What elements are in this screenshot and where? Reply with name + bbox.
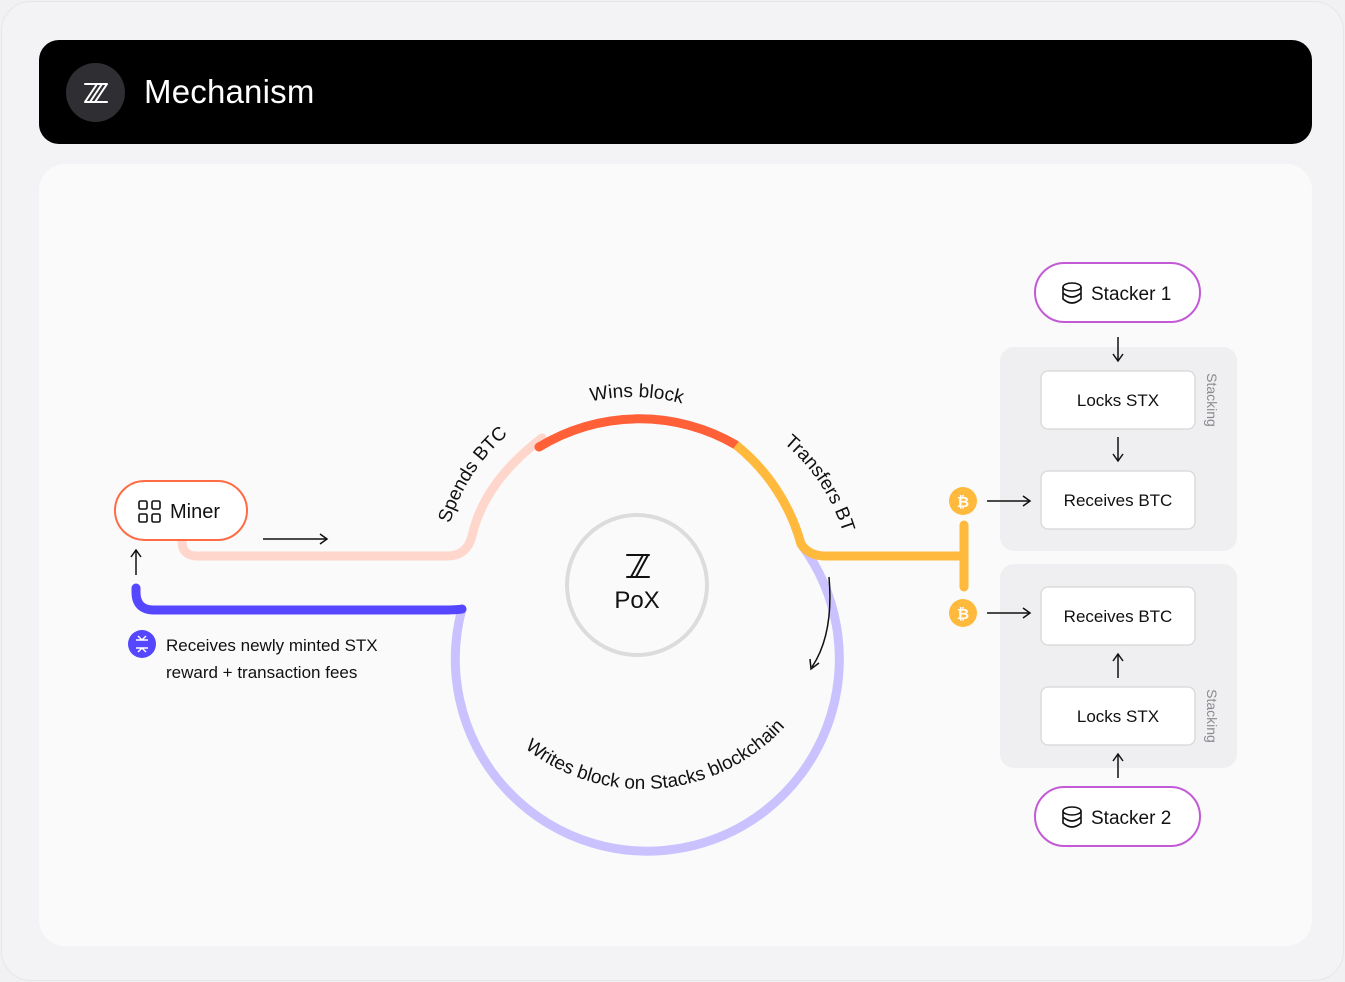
locks-stx-1: Locks STX: [1040, 370, 1196, 430]
arrow-down-icon: [1112, 437, 1124, 463]
transfers-arc: [733, 441, 806, 546]
receives-btc-1-label: Receives BTC: [1064, 491, 1173, 510]
receives-btc-2: Receives BTC: [1040, 586, 1196, 646]
arrow-right-icon: [987, 495, 1032, 507]
database-icon: [1062, 282, 1082, 304]
wins-block-label: Wins block: [588, 381, 686, 409]
pox-diagram: PoX Spends BTC Wins block Transfers BTC …: [39, 164, 1237, 856]
svg-text:₿: ₿: [957, 605, 969, 623]
transfer-path: [796, 539, 969, 561]
arrow-up-icon: [1112, 752, 1124, 778]
arrow-up-icon: [1112, 652, 1124, 678]
pox-label: PoX: [614, 587, 659, 614]
wins-arc: [534, 414, 741, 452]
bitcoin-coin-icon: ₿: [949, 487, 977, 515]
spend-path: [177, 433, 547, 561]
database-icon: [1062, 806, 1082, 828]
arrow-right-icon: [263, 533, 329, 545]
reward-line-1: Receives newly minted STX: [166, 636, 378, 655]
stacks-logo-icon: [626, 554, 650, 578]
writes-arc: [450, 541, 844, 856]
reward-path: [131, 583, 467, 615]
locks-stx-1-label: Locks STX: [1077, 391, 1159, 410]
arrow-up-icon: [130, 548, 142, 575]
writes-block-label: Writes block on Stacks blockchain: [522, 715, 789, 794]
miner-label: Miner: [170, 501, 220, 523]
stacker-1-label: Stacker 1: [1091, 284, 1171, 305]
stacker-1-node: Stacker 1: [1034, 262, 1201, 323]
receives-btc-2-label: Receives BTC: [1064, 607, 1173, 626]
stacks-logo-icon: [66, 63, 125, 122]
pox-circle: [565, 513, 709, 657]
bitcoin-coin-icon: ₿: [949, 599, 977, 627]
stx-icon: [128, 630, 156, 658]
stacker-2-node: Stacker 2: [1034, 786, 1201, 847]
stacking-label-1: Stacking: [1204, 373, 1220, 427]
locks-stx-2: Locks STX: [1040, 686, 1196, 746]
svg-text:₿: ₿: [957, 493, 969, 511]
header-bar: Mechanism: [39, 40, 1312, 144]
stacker-2-label: Stacker 2: [1091, 808, 1171, 829]
curved-arrow-icon: [809, 576, 831, 671]
stacking-label-2: Stacking: [1204, 689, 1220, 743]
transfers-btc-label: Transfers BTC: [39, 164, 859, 535]
arrow-right-icon: [987, 607, 1032, 619]
locks-stx-2-label: Locks STX: [1077, 707, 1159, 726]
receives-btc-1: Receives BTC: [1040, 470, 1196, 530]
diagram-card: PoX Spends BTC Wins block Transfers BTC …: [39, 164, 1312, 946]
page-title: Mechanism: [144, 73, 315, 110]
arrow-down-icon: [1112, 337, 1124, 363]
miner-node: Miner: [114, 480, 248, 541]
grid-icon: [138, 500, 161, 523]
reward-line-2: reward + transaction fees: [166, 663, 357, 682]
reward-note: Receives newly minted STX reward + trans…: [128, 630, 378, 682]
